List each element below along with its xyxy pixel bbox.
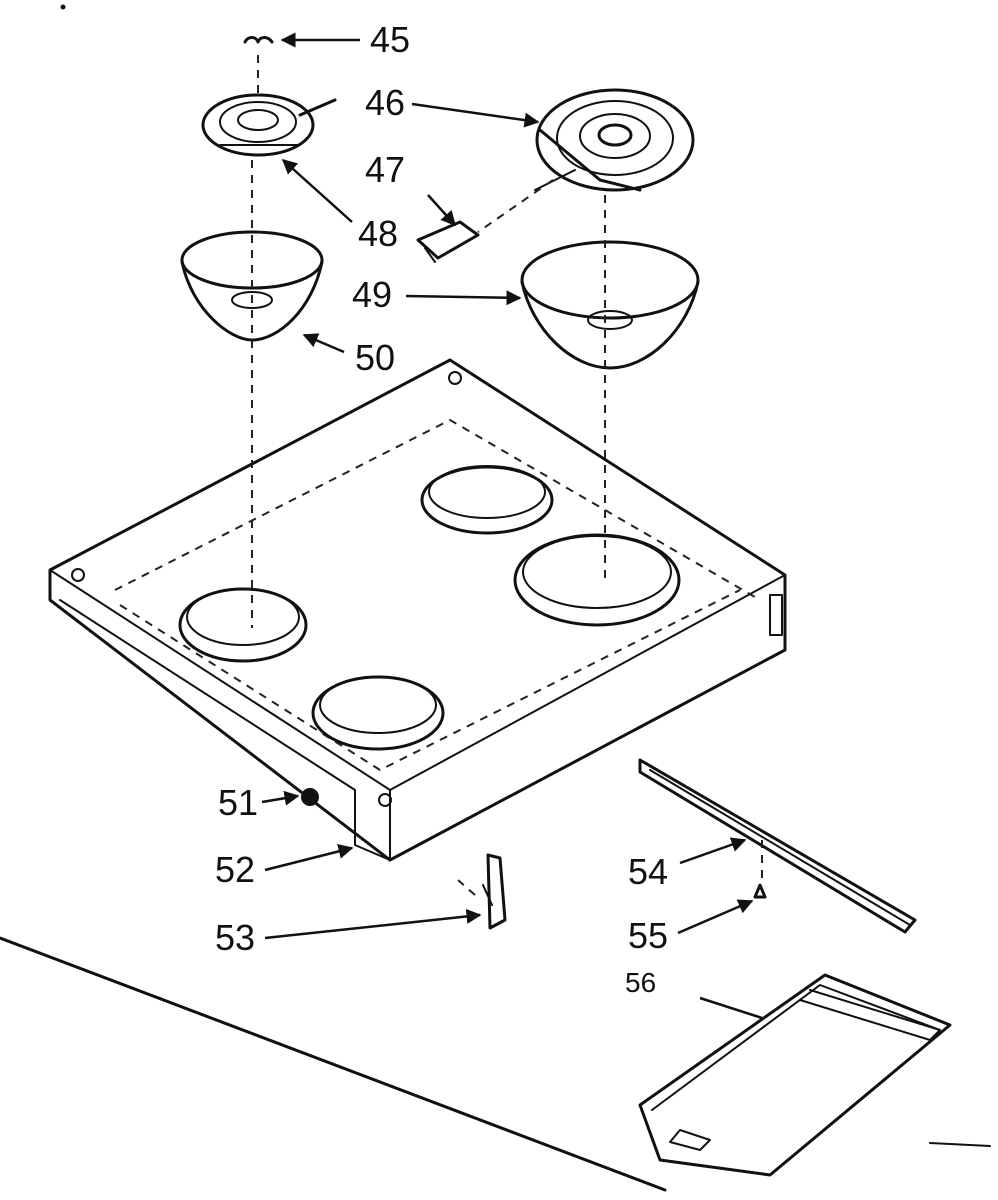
callout-54: 54 [628,851,668,892]
burner-opening-front-left [178,587,308,663]
large-drip-bowl [520,240,700,370]
callout-45: 45 [370,19,410,60]
terminal-block [416,220,480,263]
burner-opening-front-right [311,675,445,751]
callout-46: 46 [365,82,405,123]
speck-mark [60,4,66,10]
bracket [482,853,507,930]
callout-49: 49 [352,274,392,315]
element-clip [243,36,274,44]
small-surface-element [201,93,337,157]
callout-56: 56 [625,967,656,998]
trim-strip [638,758,917,934]
callout-48: 48 [358,213,398,254]
floor-line [0,936,667,1192]
screw [753,883,767,899]
callout-47: 47 [365,149,405,190]
burner-opening-rear-right [513,533,681,627]
alignment-lines [251,55,763,896]
broiler-pan [638,973,952,1177]
burner-opening-rear-left [420,465,554,535]
callout-53: 53 [215,917,255,958]
leader-lines [261,32,763,1020]
callout-55: 55 [628,915,668,956]
callout-51: 51 [218,782,258,823]
cooktop-panel [48,358,787,862]
callout-52: 52 [215,849,255,890]
callout-50: 50 [355,337,395,378]
large-surface-element [534,88,695,192]
callout-labels: 45 46 47 48 49 50 51 52 53 54 55 56 [215,19,668,998]
floor-line-right [929,1142,991,1147]
plug-button [301,788,319,806]
